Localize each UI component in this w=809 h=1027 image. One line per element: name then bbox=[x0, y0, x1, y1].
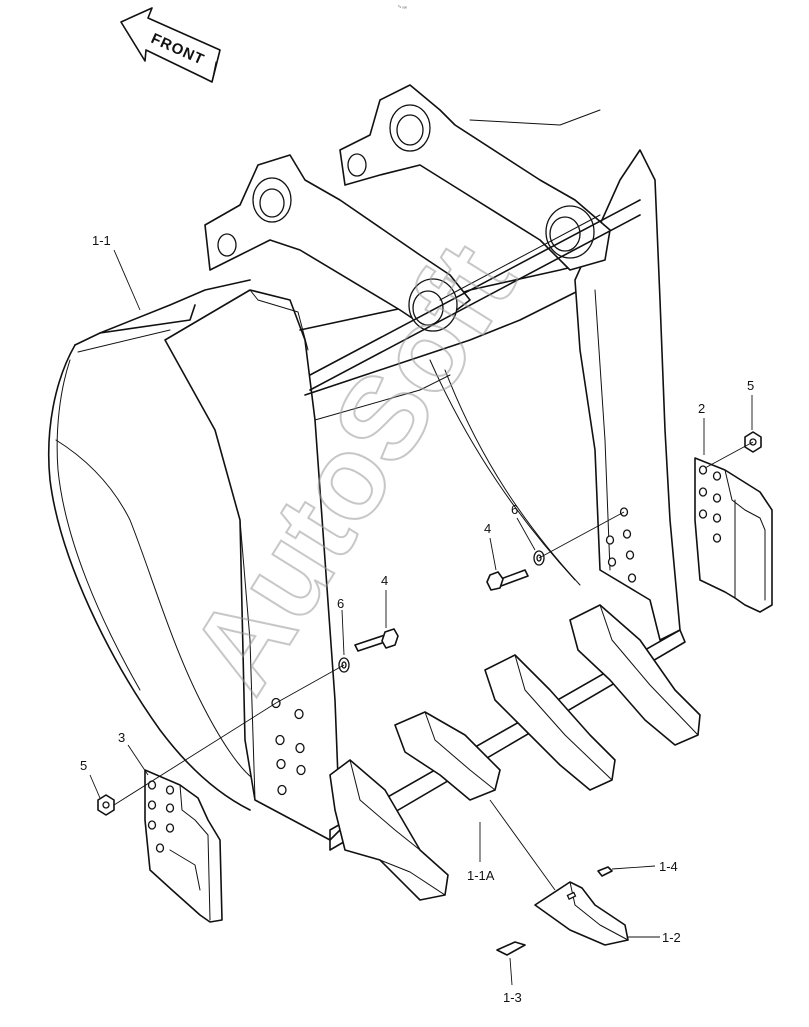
top-mark: ⁰ₙ ₒₒₒ bbox=[398, 4, 407, 9]
callout-labels: 1-1 2 5 3 5 4 6 4 6 1-1A 1-2 1-4 1-3 bbox=[80, 233, 754, 1005]
callout-5-left: 5 bbox=[80, 758, 87, 773]
leader-lines bbox=[89, 249, 754, 986]
callout-4-left: 4 bbox=[381, 573, 388, 588]
pin-brackets bbox=[204, 84, 641, 391]
callout-6-left: 6 bbox=[337, 596, 344, 611]
front-arrow: FRONT bbox=[120, 7, 221, 83]
bucket-body bbox=[47, 149, 686, 851]
callout-2: 2 bbox=[698, 401, 705, 416]
watermark: AutoSoft bbox=[165, 221, 541, 713]
callout-1-1a: 1-1A bbox=[467, 868, 495, 883]
callout-4-right: 4 bbox=[484, 521, 491, 536]
callout-5-right: 5 bbox=[747, 378, 754, 393]
bolt-left bbox=[354, 628, 399, 652]
side-cutter-left bbox=[144, 769, 223, 923]
callout-1-2: 1-2 bbox=[662, 930, 681, 945]
callout-1-1: 1-1 bbox=[92, 233, 111, 248]
callout-3: 3 bbox=[118, 730, 125, 745]
callout-1-4: 1-4 bbox=[659, 859, 678, 874]
callout-1-3: 1-3 bbox=[503, 990, 522, 1005]
tooth-pin bbox=[496, 941, 526, 956]
bucket-teeth bbox=[329, 604, 701, 901]
bolt-right bbox=[486, 569, 529, 591]
loose-tooth bbox=[534, 881, 629, 946]
lock-pin bbox=[597, 866, 613, 877]
callout-6-right: 6 bbox=[511, 502, 518, 517]
side-cutter-right bbox=[694, 457, 773, 613]
